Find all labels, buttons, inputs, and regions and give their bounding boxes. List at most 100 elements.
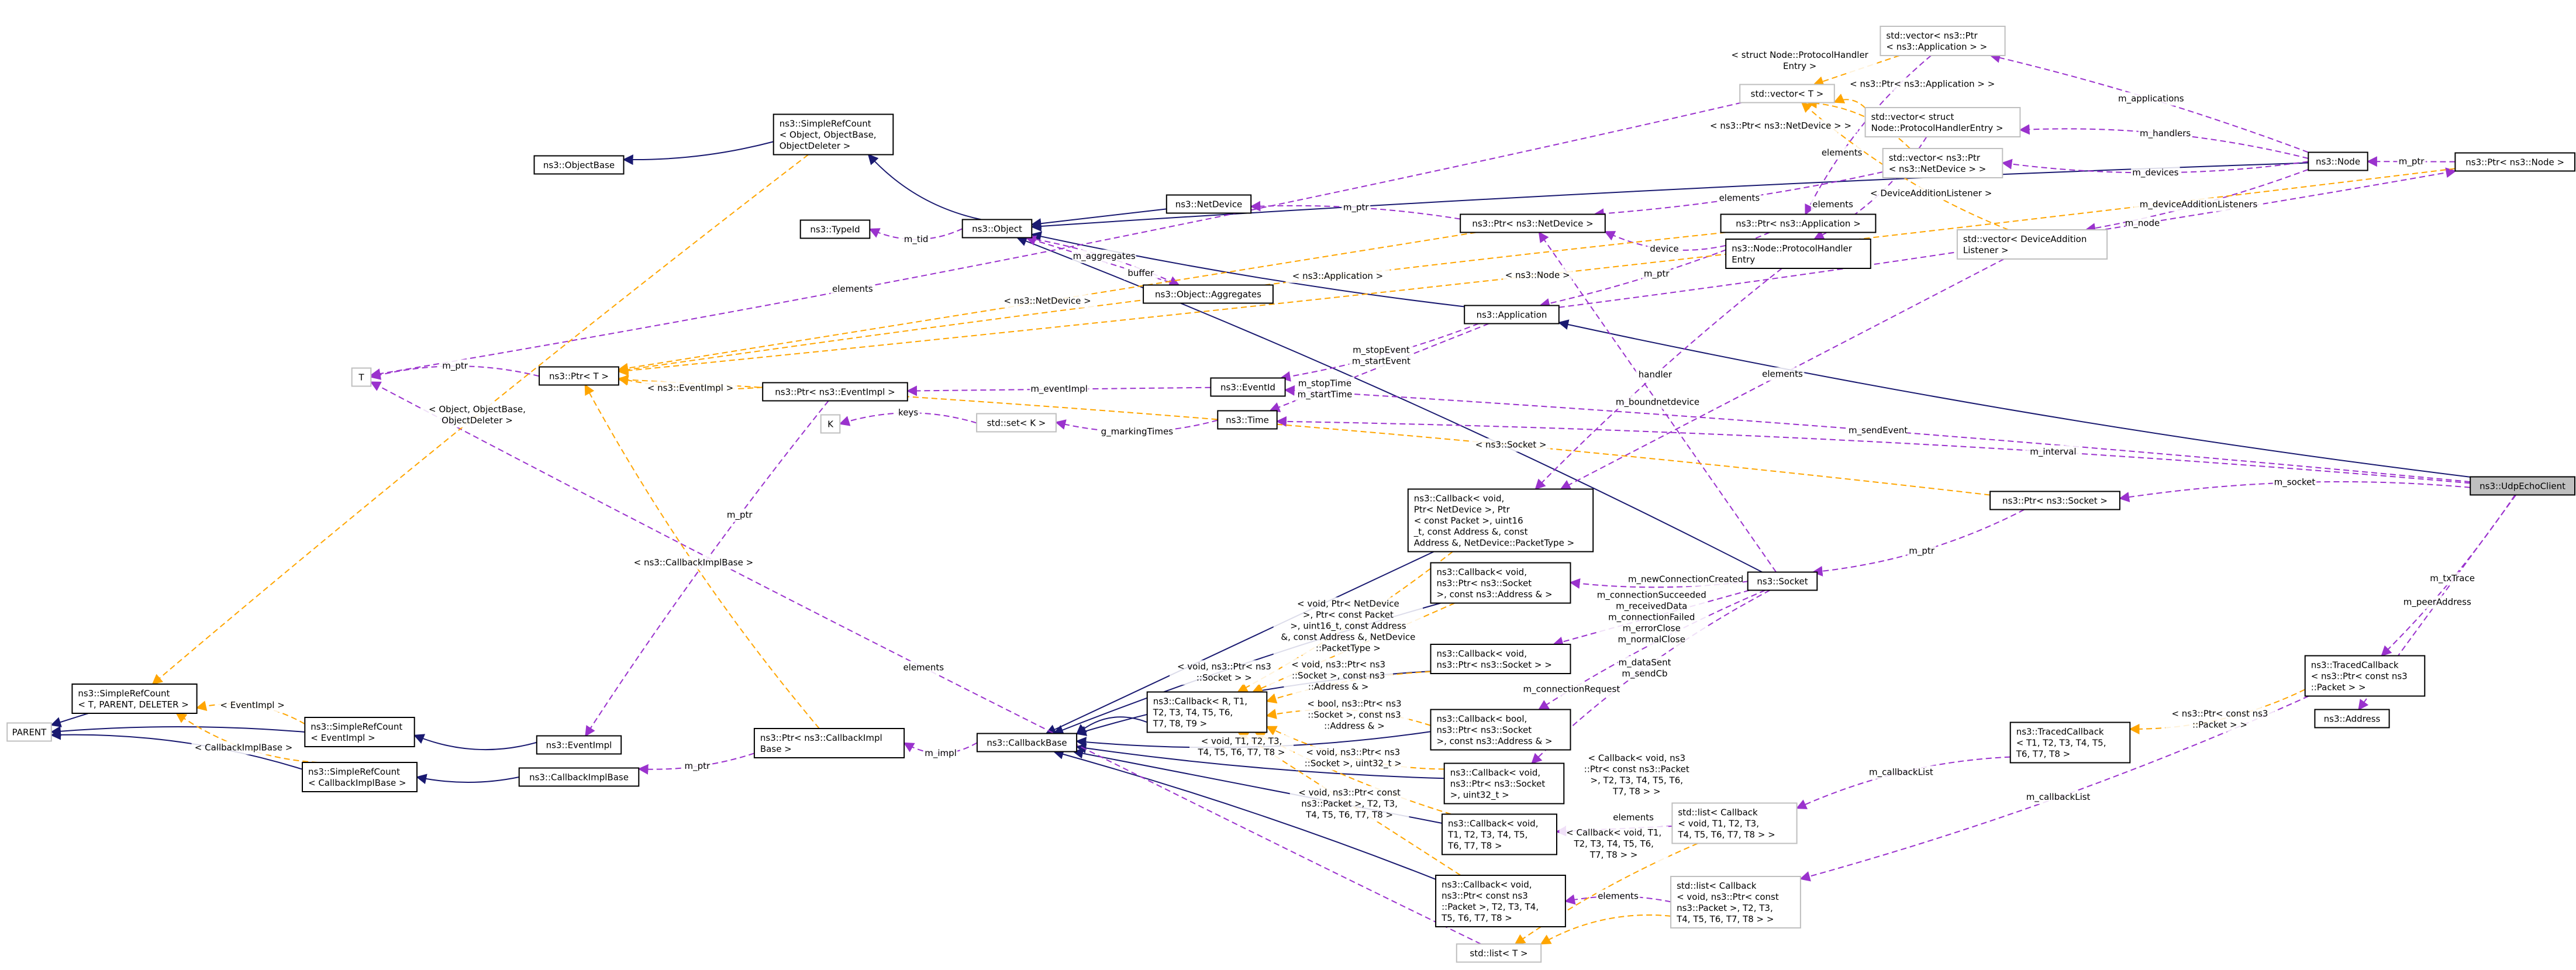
class-node-parent: PARENT — [6, 722, 52, 742]
edge-label: elements — [1719, 193, 1760, 203]
class-node-netdevice[interactable]: ns3::NetDevice — [1165, 194, 1252, 214]
class-node-eventimpl[interactable]: ns3::EventImpl — [536, 735, 622, 755]
node-label-line: Listener > — [1963, 245, 2009, 256]
class-node-ptr-eventimpl[interactable]: ns3::Ptr< ns3::EventImpl > — [762, 382, 908, 402]
edge-label-line: m_ptr — [1644, 268, 1670, 279]
edge-label-line: < ns3::Application > — [1292, 271, 1383, 281]
node-box — [1217, 410, 1278, 430]
node-box — [976, 733, 1078, 752]
edge-label-group: < Callback< void, ns3::Ptr< const ns3::P… — [1574, 751, 1699, 799]
class-node-cb-generic[interactable]: ns3::Callback< R, T1,T2, T3, T4, T5, T6,… — [1146, 691, 1268, 733]
class-node-address[interactable]: ns3::Address — [2314, 709, 2390, 729]
edge-label: m_aggregates — [1073, 251, 1136, 262]
class-node-ptr-socket[interactable]: ns3::Ptr< ns3::Socket > — [1989, 491, 2120, 510]
edge-label: m_handlers — [2140, 128, 2191, 139]
edge-label-background — [1820, 146, 1864, 160]
class-node-callbackbase[interactable]: ns3::CallbackBase — [976, 733, 1078, 752]
node-label: std::vector< ns3::Ptr< ns3::Application … — [1886, 30, 1987, 52]
node-label-line: T5, T6, T7, T8 > — [1441, 913, 1512, 923]
class-node-aggregates[interactable]: ns3::Object::Aggregates — [1143, 284, 1274, 304]
node-label-line: ::Packet >, T2, T3, T4, — [1442, 902, 1539, 912]
edge-label-line: m_deviceAdditionListeners — [2140, 199, 2258, 210]
node-box — [1430, 644, 1571, 674]
node-box — [1430, 709, 1571, 751]
class-node-objectbase[interactable]: ns3::ObjectBase — [533, 155, 625, 175]
edge-label-background — [1760, 367, 1805, 381]
class-node-time[interactable]: ns3::Time — [1217, 410, 1278, 430]
edge-label-line: ObjectDeleter > — [442, 415, 513, 426]
inherit-edge — [50, 729, 303, 770]
node-label-line: ns3::Time — [1226, 415, 1269, 426]
class-node-ptr-t[interactable]: ns3::Ptr< T > — [539, 366, 619, 386]
class-node-ptr-netdevice[interactable]: ns3::Ptr< ns3::NetDevice > — [1460, 213, 1606, 233]
node-label: ns3::SimpleRefCount< Object, ObjectBase,… — [780, 119, 877, 151]
node-label-line: T6, T7, T8 > — [2016, 749, 2071, 760]
node-label-line: ns3::Application — [1477, 310, 1547, 320]
edge-label-group: handler — [1636, 368, 1675, 382]
edge-label-line: m_stopEvent — [1353, 345, 1410, 356]
edge-label-line: m_stopTime — [1298, 378, 1351, 389]
class-node-src-eventimpl[interactable]: ns3::SimpleRefCount< EventImpl > — [304, 717, 415, 747]
class-node-tracedcb-generic[interactable]: ns3::TracedCallback< T1, T2, T3, T4, T5,… — [2009, 722, 2131, 764]
edge-label: m_ptr — [684, 761, 711, 772]
edge-label-group: < ns3::Node > — [1503, 268, 1573, 282]
node-box — [773, 113, 894, 156]
class-node-cb-sock[interactable]: ns3::Callback< void,ns3::Ptr< ns3::Socke… — [1430, 644, 1571, 674]
class-node-cb-bool-sock-addr[interactable]: ns3::Callback< bool,ns3::Ptr< ns3::Socke… — [1430, 709, 1571, 751]
class-node-vector-ptr-nd: std::vector< ns3::Ptr< ns3::NetDevice > … — [1882, 148, 2003, 178]
edge-label-line: ::Address & > — [1308, 681, 1369, 692]
class-node-object[interactable]: ns3::Object — [961, 219, 1033, 239]
class-node-src-cbimplbase[interactable]: ns3::SimpleRefCount< CallbackImplBase > — [302, 762, 418, 792]
class-node-typeid[interactable]: ns3::TypeId — [799, 219, 871, 239]
class-node-tracedcb-packet[interactable]: ns3::TracedCallback< ns3::Ptr< const ns3… — [2304, 655, 2426, 697]
edge-label-line: device — [1650, 243, 1678, 254]
class-node-cb-void-t1[interactable]: ns3::Callback< void,T1, T2, T3, T4, T5,T… — [1442, 813, 1557, 855]
edge-label-group: < Object, ObjectBase,ObjectDeleter > — [422, 403, 532, 428]
class-node-callbackimplbase[interactable]: ns3::CallbackImplBase — [518, 767, 640, 787]
class-node-eventid[interactable]: ns3::EventId — [1210, 377, 1286, 397]
class-node-ptr-node[interactable]: ns3::Ptr< ns3::Node > — [2454, 152, 2575, 172]
edge-label-group: < Callback< void, T1,T2, T3, T4, T5, T6,… — [1559, 826, 1669, 862]
edge-label-background — [1907, 544, 1936, 558]
edge-label-group: elements — [1811, 198, 1855, 212]
edge-label: < ns3::Socket > — [1475, 440, 1547, 450]
class-node-application[interactable]: ns3::Application — [1464, 305, 1560, 325]
edge-label-group: < CallbackImplBase > — [191, 741, 296, 755]
edge-label-background — [1718, 191, 1761, 205]
node-label: ns3::Callback< void,ns3::Ptr< ns3::Socke… — [1437, 648, 1552, 670]
inherit-edge-line — [1045, 551, 1434, 734]
class-node-ptr-application[interactable]: ns3::Ptr< ns3::Application > — [1720, 213, 1877, 233]
node-box — [71, 684, 198, 714]
node-label: std::vector< T > — [1751, 89, 1824, 99]
class-node-set-k: std::set< K > — [976, 413, 1057, 433]
class-node-socket[interactable]: ns3::Socket — [1747, 571, 1818, 591]
template-edge — [1265, 671, 1431, 704]
class-node-udpechoclient[interactable]: ns3::UdpEchoClient — [2470, 476, 2576, 496]
edge-label-line: m_ptr — [684, 761, 711, 772]
edge-label-line: ::Packet > > — [2192, 720, 2247, 730]
class-node-cb-sock-uint[interactable]: ns3::Callback< void,ns3::Ptr< ns3::Socke… — [1443, 762, 1565, 805]
node-box — [976, 413, 1057, 433]
node-label-line: ns3::Ptr< ns3::Application > — [1736, 219, 1861, 229]
class-node-src-tpd[interactable]: ns3::SimpleRefCount< T, PARENT, DELETER … — [71, 684, 198, 714]
node-label-line: ns3::Ptr< T > — [549, 371, 609, 382]
edge-label-line: m_aggregates — [1073, 251, 1136, 262]
class-node-src-object[interactable]: ns3::SimpleRefCount< Object, ObjectBase,… — [773, 113, 894, 156]
template-edge-line — [618, 232, 1726, 375]
class-node-node[interactable]: ns3::Node — [2308, 151, 2368, 171]
edge-label-line: elements — [1598, 891, 1639, 902]
edge-label: m_boundnetdevice — [1616, 397, 1699, 408]
usage-edge — [1989, 52, 2309, 153]
edge-label-line: m_callbackList — [1869, 767, 1933, 778]
edge-label: handler — [1639, 370, 1672, 380]
class-node-cb-netdevice[interactable]: ns3::Callback< void,Ptr< NetDevice >, Pt… — [1407, 488, 1594, 553]
class-node-cb-sock-addr[interactable]: ns3::Callback< void,ns3::Ptr< ns3::Socke… — [1430, 562, 1571, 604]
class-node-cb-void-packet[interactable]: ns3::Callback< void,ns3::Ptr< const ns3:… — [1435, 875, 1566, 927]
edge-label-background — [1574, 751, 1699, 799]
edge-label-background — [629, 555, 758, 569]
edge-label-line: T2, T3, T4, T5, T6, — [1573, 838, 1653, 849]
usage-edge — [1812, 509, 2025, 577]
